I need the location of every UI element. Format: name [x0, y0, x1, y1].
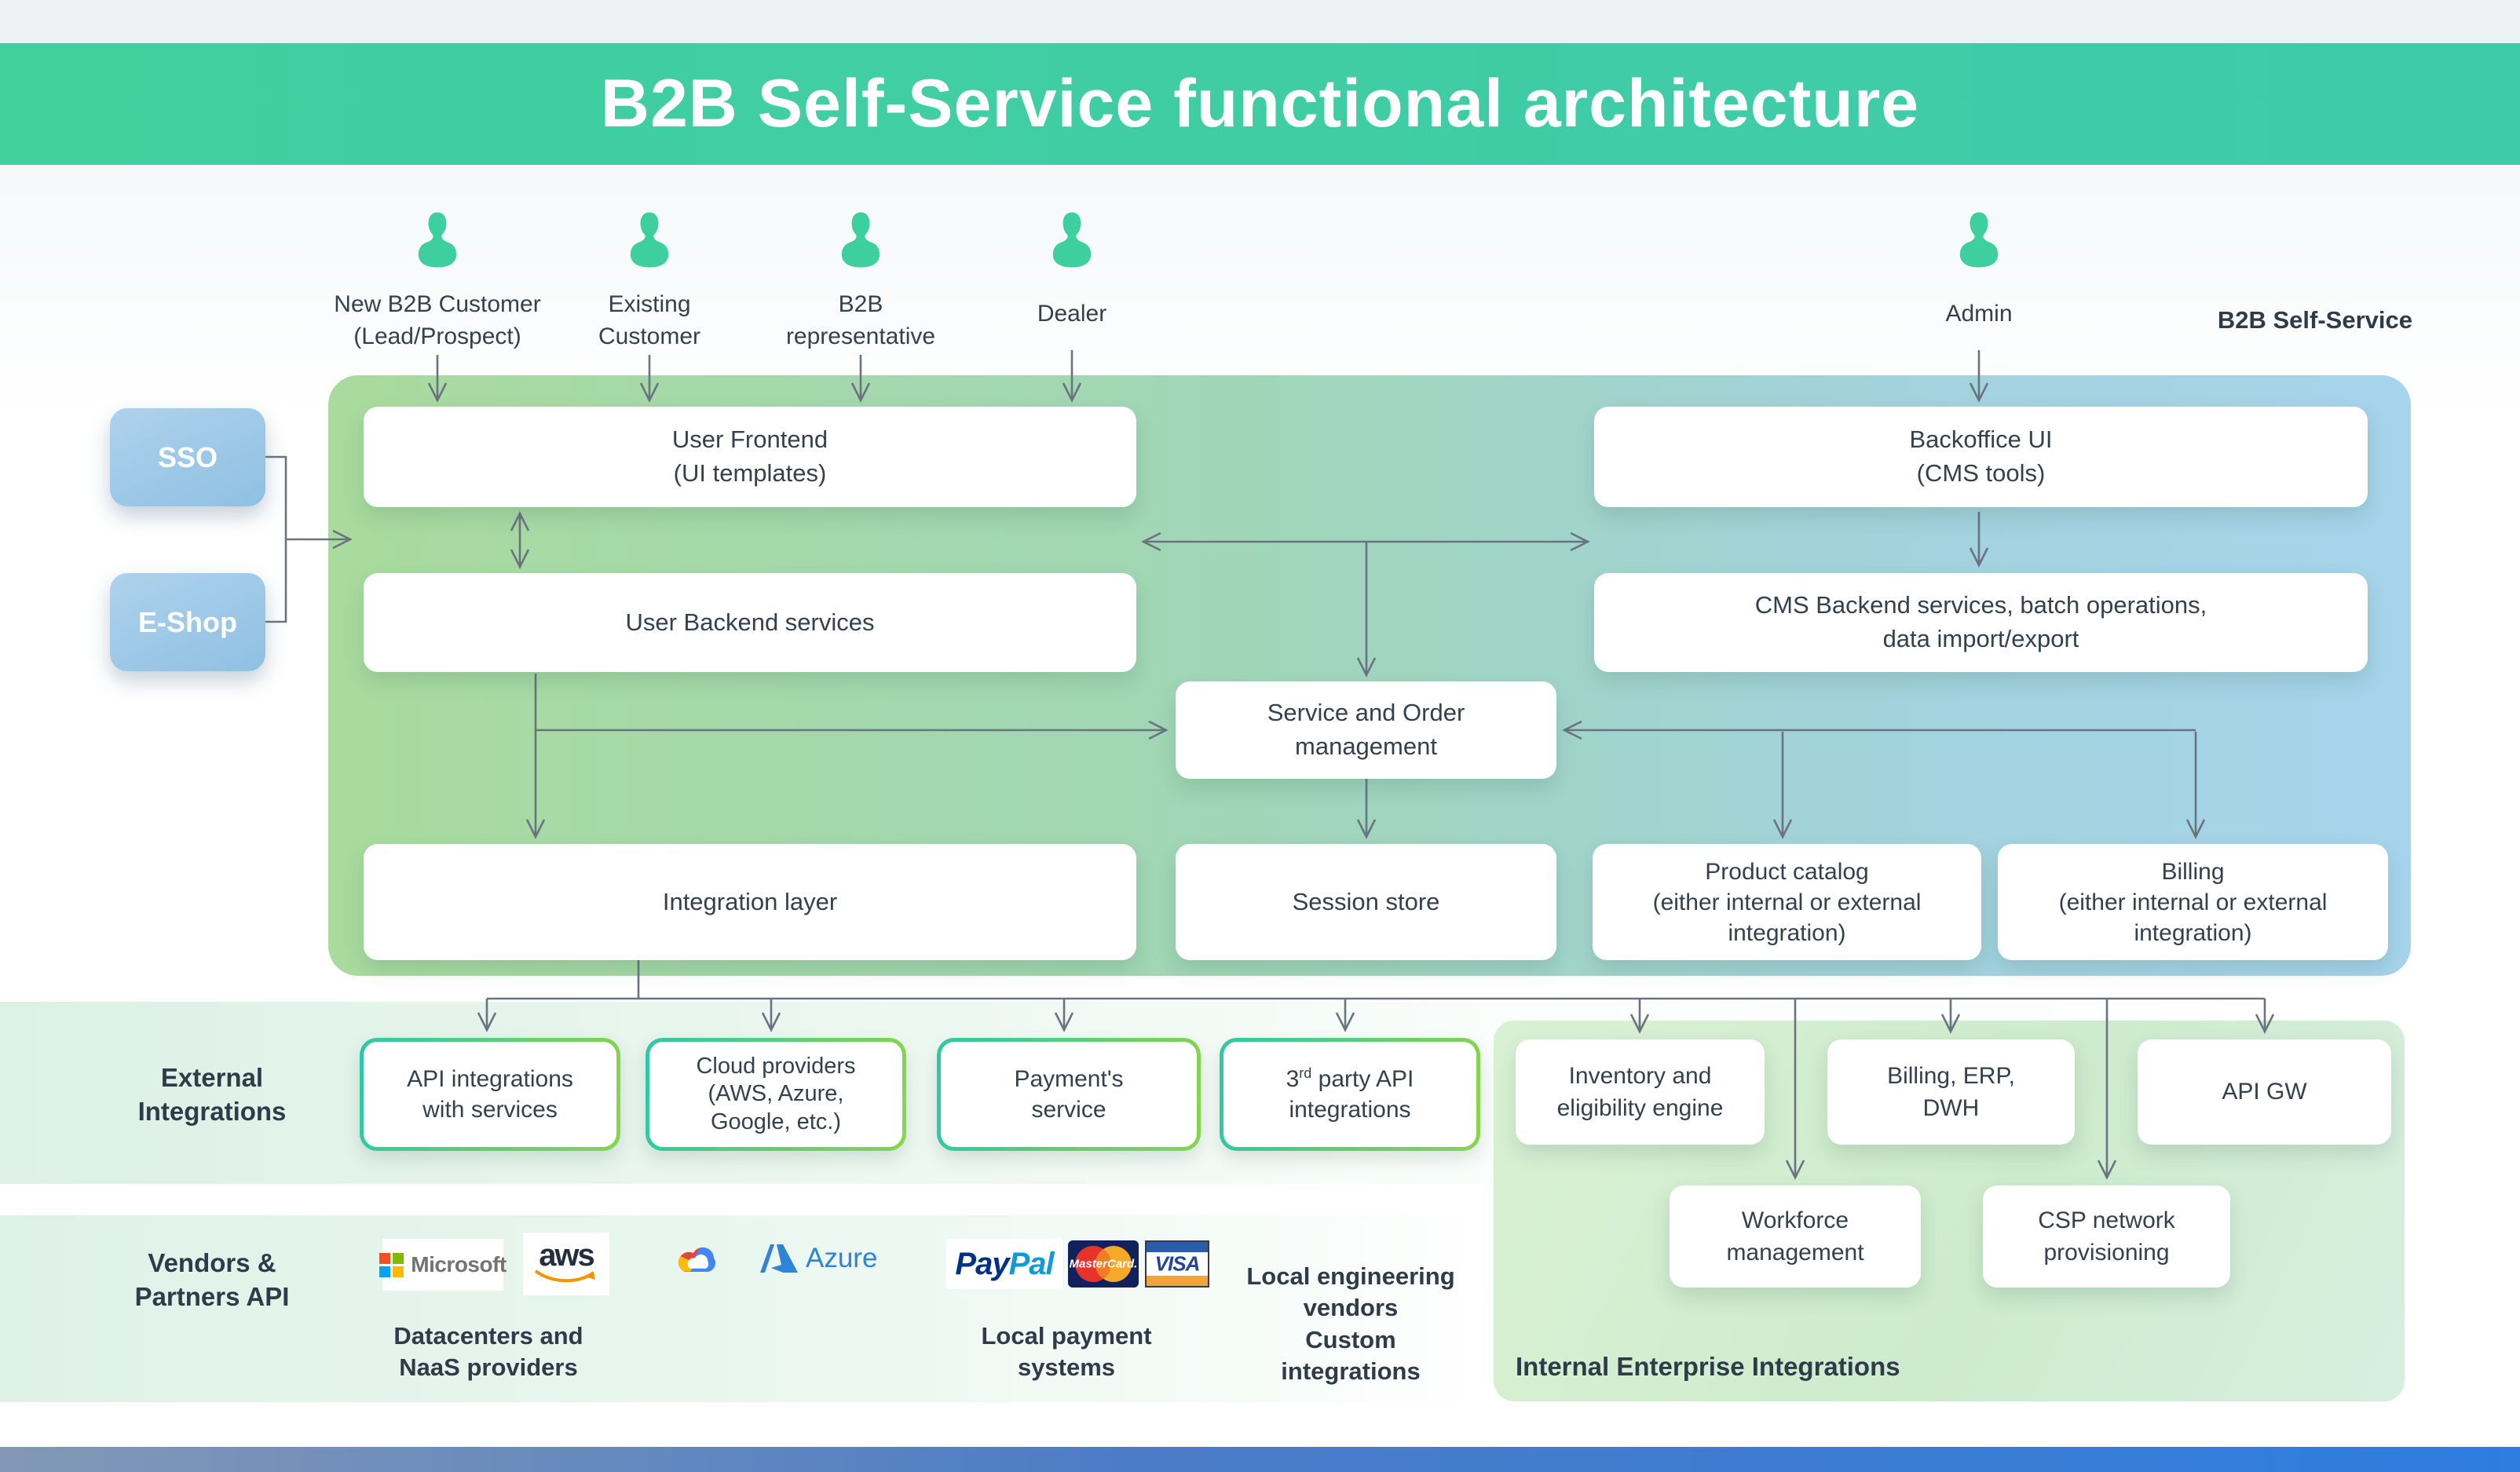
box-integration-layer: Integration layer	[364, 844, 1136, 960]
vendors-partners-strip	[0, 1215, 1494, 1402]
aws-logo: aws	[523, 1233, 609, 1295]
azure-logo: Azure	[760, 1242, 877, 1275]
box-api-gw: API GW	[2138, 1039, 2391, 1145]
eshop-label: E-Shop	[138, 605, 237, 638]
mastercard-circles-icon	[1075, 1246, 1132, 1282]
azure-icon	[760, 1244, 798, 1273]
microsoft-icon	[379, 1252, 404, 1277]
actor-label: New B2B Customer(Lead/Prospect)	[334, 291, 541, 349]
node-sso: SSO	[110, 408, 265, 506]
title-bar: B2B Self-Service functional architecture	[0, 43, 2520, 165]
bottom-accent-bar	[0, 1447, 2520, 1472]
actor-dealer: Dealer	[931, 210, 1213, 331]
box-user-backend: User Backend services	[364, 573, 1136, 672]
actor-admin: Admin	[1838, 210, 2120, 331]
person-icon	[1959, 212, 1999, 268]
node-eshop: E-Shop	[110, 573, 265, 671]
person-icon	[418, 212, 457, 268]
actor-new-b2b-customer: New B2B Customer(Lead/Prospect)	[296, 210, 579, 352]
visa-bottom-bar	[1147, 1276, 1208, 1286]
brand-label: B2B Self-Service	[2217, 306, 2412, 334]
visa-top-bar	[1147, 1242, 1208, 1252]
sso-label: SSO	[157, 440, 218, 473]
internal-enterprise-label: Internal Enterprise Integrations	[1516, 1352, 1900, 1381]
microsoft-logo: Microsoft	[379, 1239, 507, 1291]
box-billing-erp-dwh: Billing, ERP,DWH	[1827, 1039, 2075, 1145]
box-product-catalog: Product catalog(either internal or exter…	[1593, 844, 1981, 960]
box-user-frontend: User Frontend(UI templates)	[364, 407, 1136, 507]
visa-logo: VISA	[1145, 1240, 1209, 1288]
vendors-partners-label: Vendors &Partners API	[134, 1248, 290, 1311]
mastercard-logo: MasterCard.	[1068, 1240, 1139, 1288]
actor-label: Admin	[1945, 301, 2013, 327]
actor-label: Dealer	[1037, 301, 1107, 327]
person-icon	[630, 212, 669, 268]
box-cloud-providers: Cloud providers(AWS, Azure,Google, etc.)	[646, 1038, 906, 1151]
page-title: B2B Self-Service functional architecture	[600, 66, 1920, 141]
box-backoffice-ui: Backoffice UI(CMS tools)	[1594, 407, 2368, 507]
person-icon	[841, 212, 880, 268]
box-cms-backend: CMS Backend services, batch operations,d…	[1594, 573, 2368, 672]
top-strip	[0, 0, 2520, 43]
box-session-store: Session store	[1176, 844, 1556, 960]
person-icon	[1052, 212, 1092, 268]
aws-smile-icon	[534, 1269, 595, 1283]
google-cloud-icon	[678, 1247, 716, 1272]
